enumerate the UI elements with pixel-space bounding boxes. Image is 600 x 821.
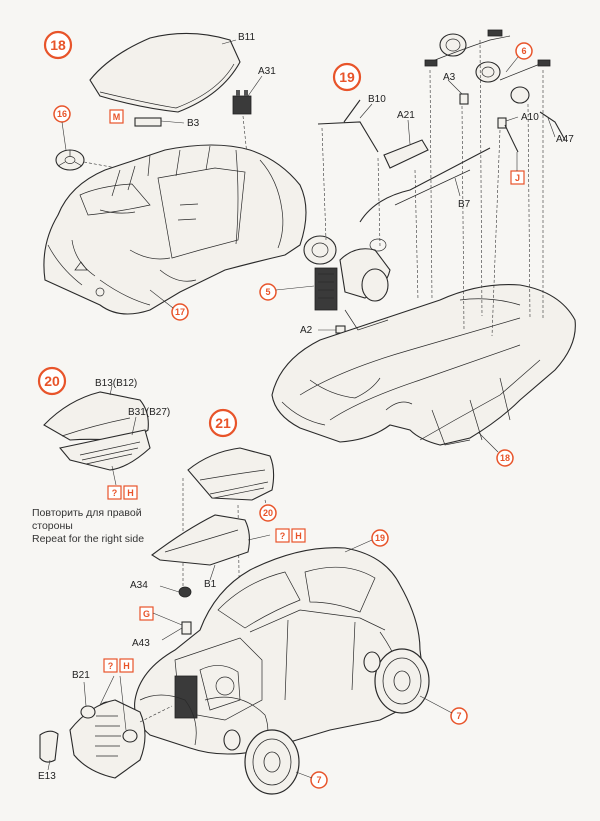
paint-code: ? <box>108 661 114 671</box>
callout-circle <box>171 303 189 321</box>
paint-code: G <box>143 609 150 619</box>
wiper-part <box>134 117 162 127</box>
part-label-a43: A43 <box>132 638 150 649</box>
frame-part <box>317 99 379 153</box>
callout-circle <box>259 283 277 301</box>
flywheel-part <box>361 268 389 302</box>
callout-number: 7 <box>456 711 461 721</box>
part-label-a34: A34 <box>130 580 148 591</box>
paint-code: ? <box>112 488 118 498</box>
paint-code-box <box>291 528 306 543</box>
repeat-instruction: Повторить для правой стороны Repeat for … <box>32 507 182 546</box>
step-number-badge <box>43 30 73 60</box>
headlight-part <box>122 729 138 743</box>
callout-circle <box>310 771 328 789</box>
part-label-a47: A47 <box>556 134 574 145</box>
steering-column-part <box>359 147 491 223</box>
step-number: 21 <box>215 415 231 431</box>
part-label-b21: B21 <box>72 670 90 681</box>
part-label-b10: B10 <box>368 94 386 105</box>
callout-number: 19 <box>375 533 385 543</box>
bracket-part <box>497 117 507 129</box>
part-label-b13-b12: B13(B12) <box>95 378 137 389</box>
paint-code: H <box>295 531 302 541</box>
paint-code-box <box>119 658 134 673</box>
filler-part <box>181 621 192 635</box>
battery-part <box>232 95 252 115</box>
callout-circle <box>515 42 533 60</box>
callout-circle <box>496 449 514 467</box>
step-number-badge <box>208 408 238 438</box>
bracket-part <box>459 93 469 105</box>
part-label-b1: B1 <box>204 579 217 590</box>
callout-number: 18 <box>500 453 510 463</box>
part-label-b7: B7 <box>458 199 471 210</box>
headlight-part <box>439 33 467 57</box>
hood-panel <box>43 391 149 443</box>
part-label-b31-b27: B31(B27) <box>128 407 170 418</box>
radiator-part <box>174 675 198 719</box>
step-18-drawing: 18 B11 A31 B3 M 16 <box>43 30 307 321</box>
callout-number: 16 <box>57 109 67 119</box>
callout-circle <box>450 707 468 725</box>
fan-part <box>303 235 337 265</box>
instruction-english: Repeat for the right side <box>32 533 145 545</box>
part-label-e13: E13 <box>38 771 56 782</box>
part-label-a21: A21 <box>397 110 415 121</box>
part-label-a3: A3 <box>443 72 456 83</box>
paint-code-box <box>510 170 525 185</box>
paint-code: J <box>515 173 520 183</box>
chassis-floor <box>271 284 576 446</box>
car-body-front <box>134 547 422 755</box>
paint-code: H <box>127 488 134 498</box>
paint-code: M <box>113 112 121 122</box>
roof-panel <box>89 32 241 113</box>
paint-code-box <box>107 485 122 500</box>
hood-upper-part <box>187 447 275 501</box>
paint-code-box <box>103 658 118 673</box>
hood-lower-part <box>151 514 251 566</box>
part-label-a10: A10 <box>521 112 539 123</box>
bumper-part <box>39 730 59 763</box>
callout-number: 5 <box>265 287 270 297</box>
callout-number: 6 <box>521 46 526 56</box>
paint-code: H <box>123 661 130 671</box>
instruction-russian: Повторить для правой стороны <box>32 507 142 532</box>
exhaust-pipe-part <box>504 111 566 153</box>
callout-circle <box>371 529 389 547</box>
part-label-a2: A2 <box>300 325 313 336</box>
paint-code-box <box>109 109 124 124</box>
paint-code-box <box>123 485 138 500</box>
step-number: 18 <box>50 37 66 53</box>
headlight-part <box>80 705 96 719</box>
callout-number: 17 <box>175 307 185 317</box>
step-21-drawing: 21 20 B1 ? H A34 A43 G <box>38 408 468 795</box>
callout-number: 20 <box>263 508 273 518</box>
part-label-b3: B3 <box>187 118 200 129</box>
paint-code-box <box>139 606 154 621</box>
callout-circle <box>259 504 277 522</box>
callout-number: 7 <box>316 775 321 785</box>
headlight-part <box>475 61 501 83</box>
step-number: 19 <box>339 69 355 85</box>
cap-part <box>178 586 192 598</box>
part-label-b11: B11 <box>238 32 255 43</box>
panel-part <box>383 139 429 169</box>
car-body-rear <box>43 144 307 315</box>
part-label-a31: A31 <box>258 66 276 77</box>
paint-code-box <box>275 528 290 543</box>
step-19-drawing: 19 6 A3 A10 A47 J B10 <box>259 29 576 467</box>
step-number: 20 <box>44 373 60 389</box>
radiator-part <box>314 267 338 311</box>
paint-code: ? <box>280 531 286 541</box>
step-number-badge <box>37 366 67 396</box>
step-20-drawing: 20 B13(B12) B31(B27) ? H <box>37 366 170 500</box>
step-number-badge <box>332 62 362 92</box>
